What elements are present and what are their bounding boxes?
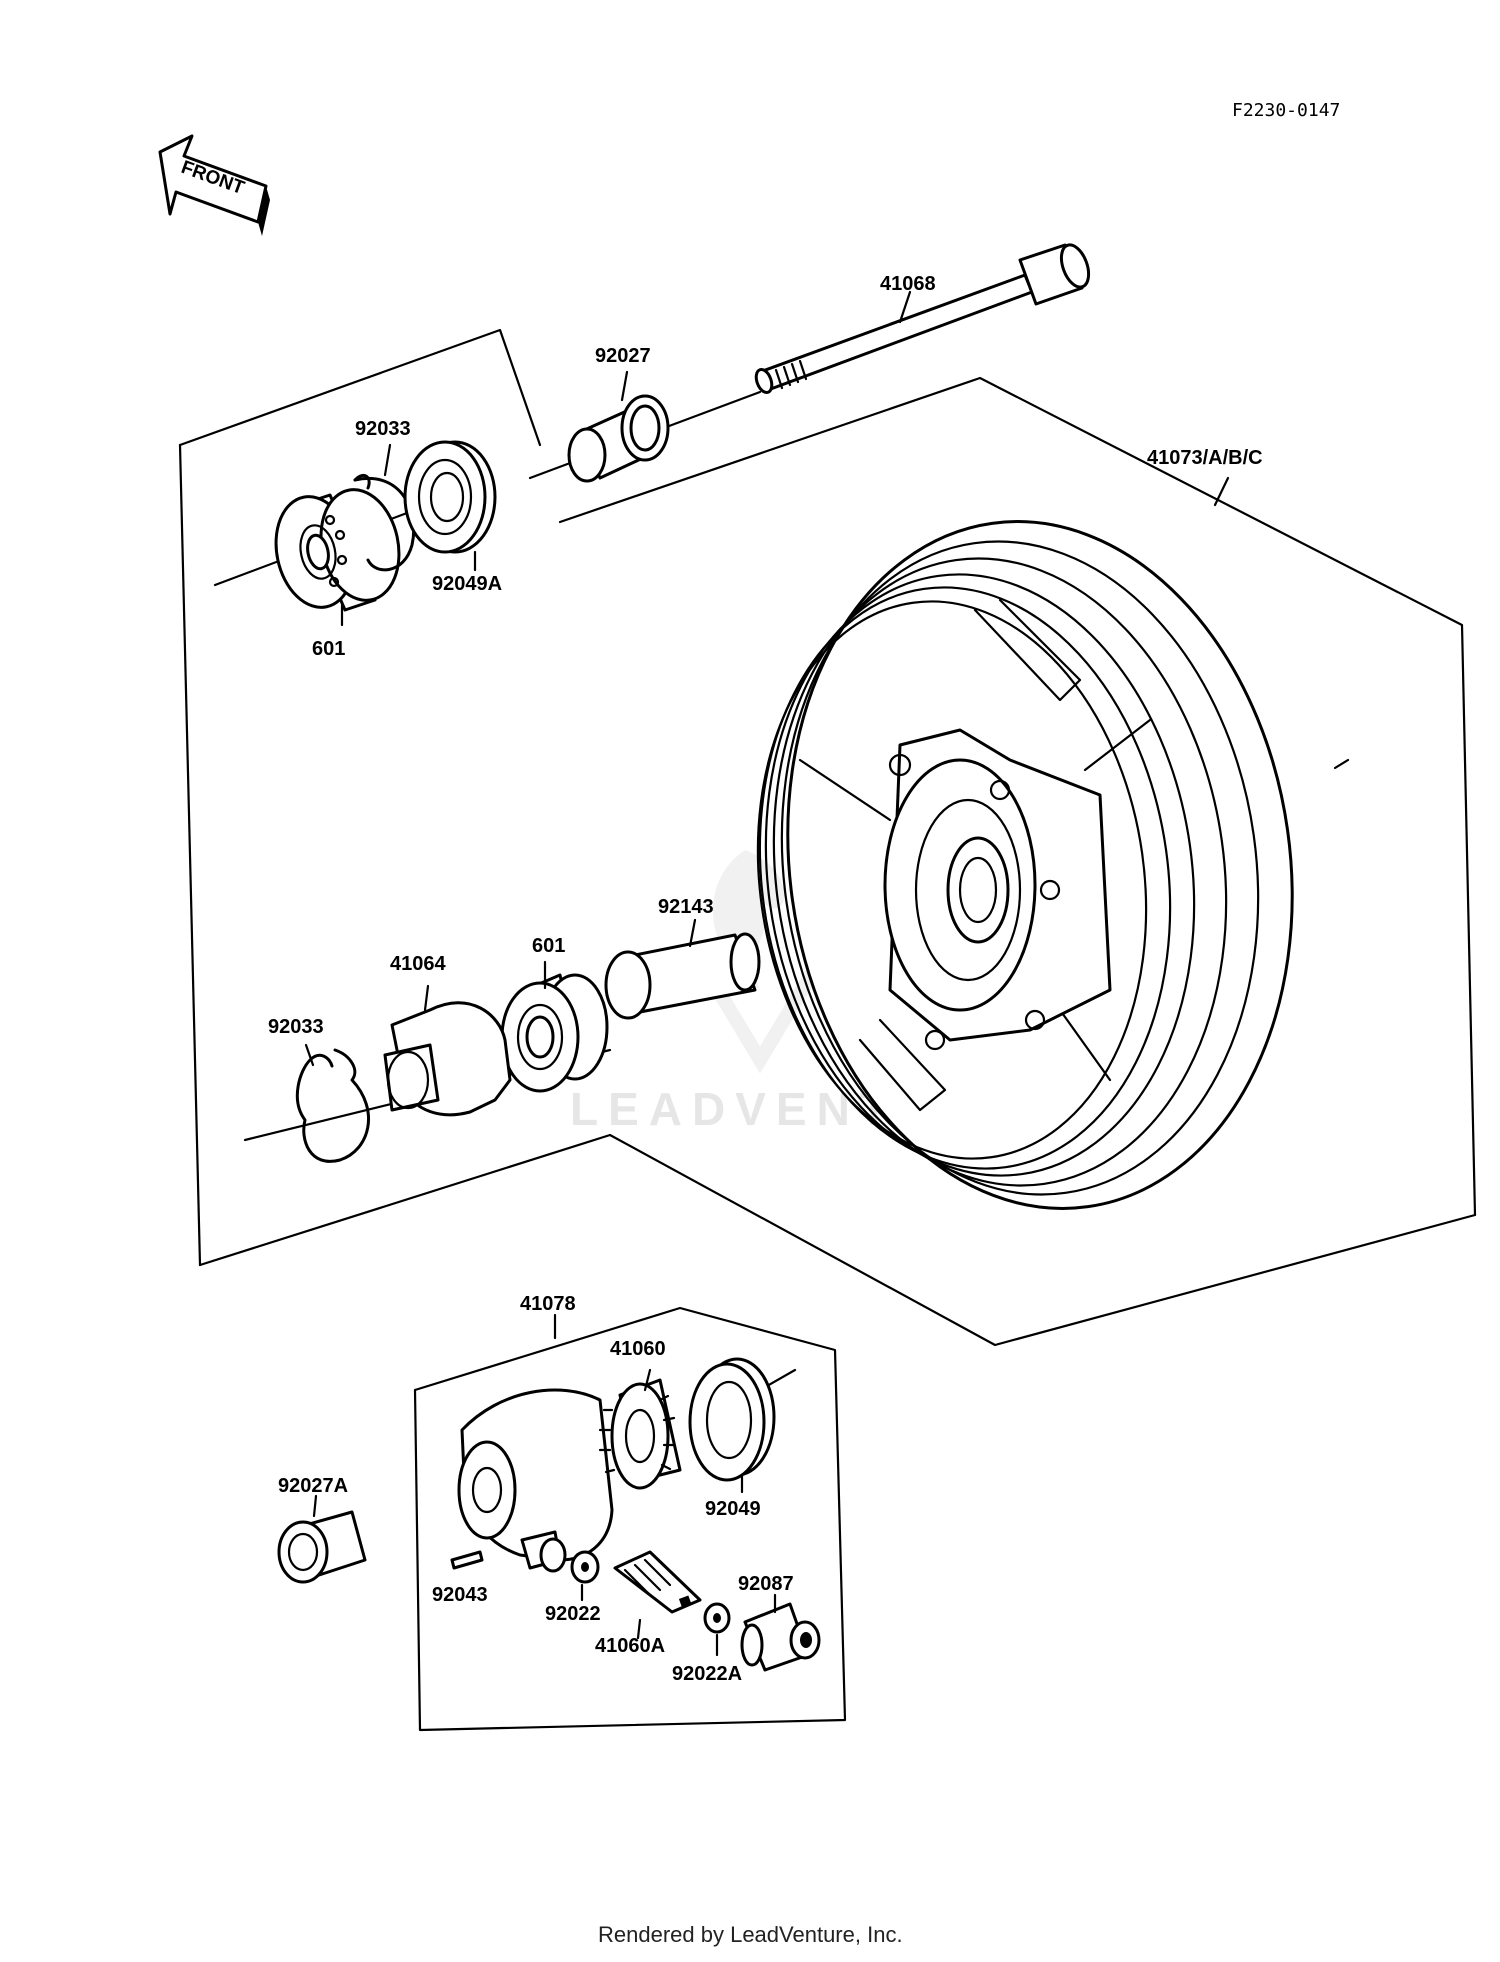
callout-92049: 92049 (705, 1498, 761, 1520)
callout-41064: 41064 (390, 953, 446, 975)
bearing-601-top (274, 488, 401, 627)
collar-92027A (277, 1494, 367, 1584)
bushing-92087 (740, 1593, 821, 1672)
footer-credit: Rendered by LeadVenture, Inc. (598, 1922, 903, 1947)
callout-601-top: 601 (312, 638, 345, 660)
gear-housing-41078 (457, 1313, 614, 1573)
callout-41060A: 41060A (595, 1635, 665, 1657)
callout-41060: 41060 (610, 1338, 666, 1360)
washer-92022 (570, 1550, 600, 1602)
callout-41073: 41073/A/B/C (1147, 447, 1263, 469)
callout-41068: 41068 (880, 273, 936, 295)
callout-92027A: 92027A (278, 1475, 348, 1497)
front-arrow-icon: FRONT (158, 134, 270, 236)
axle (528, 243, 1091, 480)
bearing-601-bottom (500, 960, 609, 1093)
gear-41060 (598, 1368, 682, 1490)
callout-92143: 92143 (658, 896, 714, 918)
callout-92022A: 92022A (672, 1663, 742, 1685)
coupling-41064 (383, 984, 512, 1117)
collar-92027 (567, 370, 670, 483)
callout-92027: 92027 (595, 345, 651, 367)
callout-92022: 92022 (545, 1603, 601, 1625)
circlip-92033-bottom (295, 1043, 370, 1163)
spacer-92143 (604, 918, 761, 1020)
callout-41078: 41078 (520, 1293, 576, 1315)
pinion-41060A (613, 1550, 702, 1640)
callout-92033-bottom: 92033 (268, 1016, 324, 1038)
circlip-92033-top (353, 443, 416, 572)
seal-92049 (688, 1357, 776, 1494)
callout-601-bottom: 601 (532, 935, 565, 957)
pin-92043 (450, 1550, 484, 1570)
washer-92022A (703, 1602, 731, 1657)
diagram-code: F2230-0147 (1232, 100, 1340, 121)
callout-92049A: 92049A (432, 573, 502, 595)
seal-92049A (403, 440, 497, 572)
callout-92087: 92087 (738, 1573, 794, 1595)
callout-92043: 92043 (432, 1584, 488, 1606)
callout-92033-top: 92033 (355, 418, 411, 440)
wheel-rim (756, 476, 1294, 1210)
